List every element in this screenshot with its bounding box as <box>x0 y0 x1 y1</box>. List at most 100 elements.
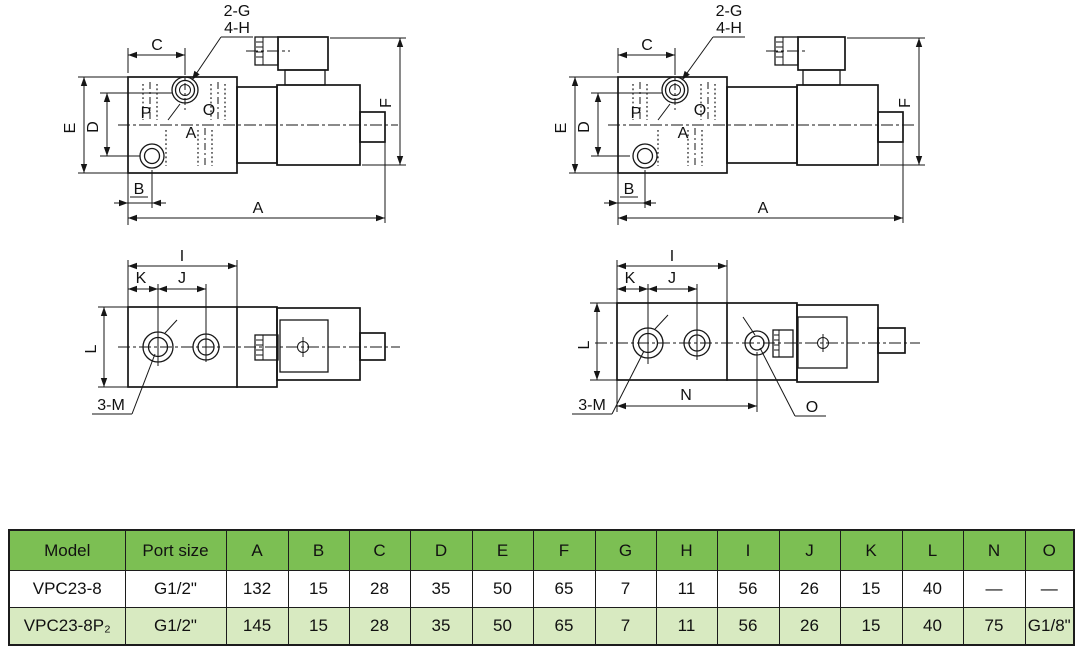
cell-k: 15 <box>839 570 903 608</box>
port-3-exhaust <box>742 316 770 412</box>
dim-label-i: I <box>670 248 674 265</box>
dim-j: J <box>648 270 697 293</box>
dim-label-n: N <box>680 387 692 404</box>
callout-3m-label: 3-M <box>97 397 125 414</box>
cell-d: 35 <box>409 607 473 646</box>
dim-k: K <box>617 270 648 293</box>
callout-2g-4h: 2-G 4-H <box>191 3 253 81</box>
port-bottom <box>632 143 658 208</box>
dim-i: I <box>127 248 238 307</box>
column-header-f: F <box>532 529 596 571</box>
callout-4h: 4-H <box>716 20 742 37</box>
cell-j: 26 <box>778 570 841 608</box>
dim-label-i: I <box>180 248 184 265</box>
column-header-port-size: Port size <box>124 529 227 571</box>
dim-k: K <box>128 270 158 293</box>
side-view-drawing-vpc23-8: P O A 2-G 4-H C E D <box>62 3 406 225</box>
cell-c: 28 <box>348 607 411 646</box>
dim-label-l: L <box>576 340 593 349</box>
dim-c: C <box>127 37 186 73</box>
hidden-hole-lines <box>142 82 226 168</box>
dimension-table: Model Port size A B C D E F G H I J K L … <box>8 529 1075 646</box>
side-view-drawing-vpc23-8p2: P O A 2-G 4-H C E D <box>555 3 925 225</box>
dim-e: E <box>555 76 618 174</box>
callout-o-label: O <box>806 399 818 416</box>
cell-k: 15 <box>839 607 903 646</box>
cell-c: 28 <box>348 570 411 608</box>
dim-label-e: E <box>555 123 570 134</box>
port-label-o: O <box>203 102 215 119</box>
dim-i: I <box>616 248 728 303</box>
cell-h: 11 <box>655 607 718 646</box>
cell-o: G1/8" <box>1024 607 1075 646</box>
cell-h: 11 <box>655 570 718 608</box>
dim-label-d: D <box>576 121 593 133</box>
dim-d: D <box>576 92 662 157</box>
callout-3m-label: 3-M <box>578 397 606 414</box>
solenoid-body <box>276 307 386 381</box>
callout-3m: 3-M <box>92 353 156 415</box>
dim-label-a: A <box>758 200 769 217</box>
dim-label-f: F <box>897 98 914 108</box>
cell-model: VPC23-8P₂ <box>8 607 126 646</box>
port-label-p: P <box>141 105 152 122</box>
cell-g: 7 <box>594 607 657 646</box>
cell-a: 132 <box>225 570 289 608</box>
column-header-model: Model <box>8 529 126 571</box>
dim-label-e: E <box>62 123 79 134</box>
dim-f: F <box>847 37 925 166</box>
dim-l: L <box>576 302 617 381</box>
dim-j: J <box>158 270 206 293</box>
cell-g: 7 <box>594 570 657 608</box>
dim-label-a: A <box>253 200 264 217</box>
electrical-connector <box>766 36 846 86</box>
column-header-e: E <box>471 529 534 571</box>
column-header-l: L <box>901 529 964 571</box>
port-labels: P O A <box>631 102 707 142</box>
cell-d: 35 <box>409 570 473 608</box>
dim-n: N <box>616 380 757 412</box>
cell-b: 15 <box>287 570 350 608</box>
dim-f: F <box>330 37 406 166</box>
cell-e: 50 <box>471 607 534 646</box>
cell-i: 56 <box>716 607 780 646</box>
top-view-drawing-vpc23-8p2: I K J L N 3-M O <box>572 248 920 417</box>
top-view-drawing-vpc23-8: I K J L 3-M <box>85 248 400 415</box>
dim-label-b: B <box>134 181 145 198</box>
port-label-a: A <box>186 125 197 142</box>
dim-d: D <box>85 92 172 157</box>
dim-a: A <box>128 142 386 223</box>
port-label-p: P <box>631 105 642 122</box>
table-row-vpc23-8p2: VPC23-8P₂ G1/2" 145 15 28 35 50 65 7 11 … <box>8 607 1075 646</box>
cell-l: 40 <box>901 607 964 646</box>
callout-3m: 3-M <box>572 350 645 415</box>
cell-o: — <box>1024 570 1075 608</box>
dim-b: B <box>604 173 656 225</box>
port-top <box>657 68 689 121</box>
callout-o: O <box>759 347 826 417</box>
dim-label-d: D <box>85 121 102 133</box>
dim-label-k: K <box>625 270 636 287</box>
port-top <box>167 68 199 121</box>
cell-port-size: G1/2" <box>124 607 227 646</box>
port-label-o: O <box>694 102 706 119</box>
electrical-connector <box>246 36 329 86</box>
table-row-vpc23-8: VPC23-8 G1/2" 132 15 28 35 50 65 7 11 56… <box>8 570 1075 608</box>
column-header-i: I <box>716 529 780 571</box>
column-header-b: B <box>287 529 350 571</box>
column-header-o: O <box>1024 529 1075 571</box>
column-header-g: G <box>594 529 657 571</box>
cell-model: VPC23-8 <box>8 570 126 608</box>
column-header-d: D <box>409 529 473 571</box>
cell-b: 15 <box>287 607 350 646</box>
cell-i: 56 <box>716 570 780 608</box>
callout-2g: 2-G <box>716 3 743 20</box>
port-bottom <box>139 143 165 208</box>
callout-4h: 4-H <box>224 20 250 37</box>
column-header-k: K <box>839 529 903 571</box>
dim-label-j: J <box>668 270 676 287</box>
port-2 <box>683 284 711 360</box>
column-header-c: C <box>348 529 411 571</box>
port-labels: P O A <box>141 102 216 142</box>
